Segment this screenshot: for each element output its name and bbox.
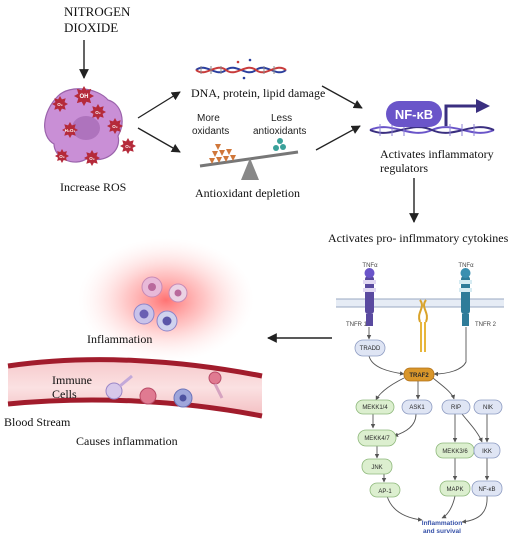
inflammation-label: Inflammation [87, 332, 152, 346]
ros-bursts: OH O₂ O₂ H₂O₂ O₂ O₂ O₂ O₂ [52, 86, 136, 166]
seesaw-balance-icon [199, 138, 299, 180]
tnfr2-label: TNFR 2 [475, 322, 497, 328]
ros-burst-icon [120, 138, 136, 154]
mapk-label: MAPK [446, 487, 463, 493]
immune-cells-line2: Cells [52, 387, 77, 401]
mekk14-node [355, 399, 395, 415]
tradd-label: TRADD [360, 346, 381, 352]
tnfa-right-label: TNFα [458, 263, 474, 269]
mekk14-label: MEKK1/4 [362, 405, 388, 411]
arrow-antioxidant-to-nfkb [315, 125, 361, 151]
nfkb-small-label: NF-κB [479, 487, 496, 493]
more-oxidants-line1: More [197, 113, 220, 124]
less-antioxidants-line1: Less [271, 113, 292, 124]
arrow-ros-to-dna-damage [137, 91, 181, 119]
ros-burst-label: O₂ [57, 102, 63, 107]
rip-label: RIP [451, 405, 461, 411]
ros-burst-icon [107, 118, 123, 134]
traf-protein-icon [418, 299, 428, 352]
dna-damage-label: DNA, protein, lipid damage [191, 86, 325, 100]
activates-cytokines-label: Activates pro- inflmmatory cytokines [328, 231, 509, 245]
tradd-node [354, 339, 386, 357]
ikk-label: IKK [482, 449, 492, 455]
ros-burst-icon [55, 149, 69, 163]
jnk-label: JNK [371, 465, 382, 471]
tnfr1-receptor-icon [363, 268, 376, 326]
mekk47-label: MEKK4/7 [364, 436, 390, 442]
ask1-node [401, 399, 433, 415]
nitrogen-dioxide-label-line2: DIOXIDE [64, 20, 118, 35]
mapk-node [439, 480, 471, 497]
tnfr2-receptor-icon [459, 268, 472, 326]
activates-inflammatory-line2: regulators [380, 161, 428, 175]
mekk47-node [357, 429, 397, 447]
nfkb-complex [369, 99, 495, 136]
more-oxidants-line2: oxidants [192, 126, 229, 137]
outcome-line1: Inflammation [422, 520, 462, 527]
ros-burst-label: O₂ [59, 154, 65, 159]
causes-inflammation-label: Causes inflammation [76, 434, 178, 448]
nfkb-label: NF-κB [395, 107, 433, 122]
ros-burst-icon [84, 150, 100, 166]
ros-burst-label: O₂ [95, 110, 101, 115]
ap1-node [369, 482, 401, 498]
ros-burst-label: O₂ [112, 124, 118, 129]
ros-burst-icon [52, 96, 68, 112]
inflammation-glow [78, 238, 254, 362]
less-antioxidants-line2: antioxidants [253, 126, 306, 137]
nik-label: NIK [483, 405, 493, 411]
tnfa-left-label: TNFα [362, 263, 378, 269]
outcome-line2: and survival [423, 528, 461, 535]
tnf-pathway-panel: TNFα TNFα TNFR 1 TNFR 2 [336, 263, 504, 535]
nfkb-small-node [471, 480, 503, 497]
jnk-node [361, 458, 393, 475]
ros-burst-icon [62, 122, 78, 138]
ros-burst-label: H₂O₂ [65, 128, 76, 133]
tnfr1-label: TNFR 1 [346, 322, 368, 328]
antioxidant-depletion-label: Antioxidant depletion [195, 186, 300, 200]
blood-stream-label: Blood Stream [4, 415, 71, 429]
immune-cells-line1: Immune [52, 373, 92, 387]
inflammation-cells-icon [133, 276, 188, 332]
dna-helix-icon [195, 58, 287, 80]
ros-burst-label: O₂ [125, 144, 131, 149]
ros-burst-icon [90, 104, 106, 120]
increase-ros-label: Increase ROS [60, 180, 126, 194]
ros-burst-label: OH [80, 94, 89, 100]
ap1-label: AP-1 [378, 489, 392, 495]
ros-burst-label: O₂ [89, 156, 95, 161]
activates-inflammatory-line1: Activates inflammatory [380, 147, 494, 161]
blood-vessel-illustration [7, 357, 263, 419]
nitrogen-dioxide-label-line1: NITROGEN [64, 4, 131, 19]
nik-node [473, 399, 503, 415]
rip-node [441, 399, 471, 415]
ikk-node [473, 442, 501, 459]
arrow-dna-to-nfkb [321, 85, 363, 109]
mekk36-label: MEKK3/6 [442, 449, 468, 455]
traf2-node [403, 367, 435, 382]
ros-burst-icon [74, 86, 94, 106]
traf2-label: TRAF2 [409, 373, 429, 379]
arrow-ros-to-antioxidant [137, 127, 181, 153]
ask1-label: ASK1 [409, 405, 425, 411]
